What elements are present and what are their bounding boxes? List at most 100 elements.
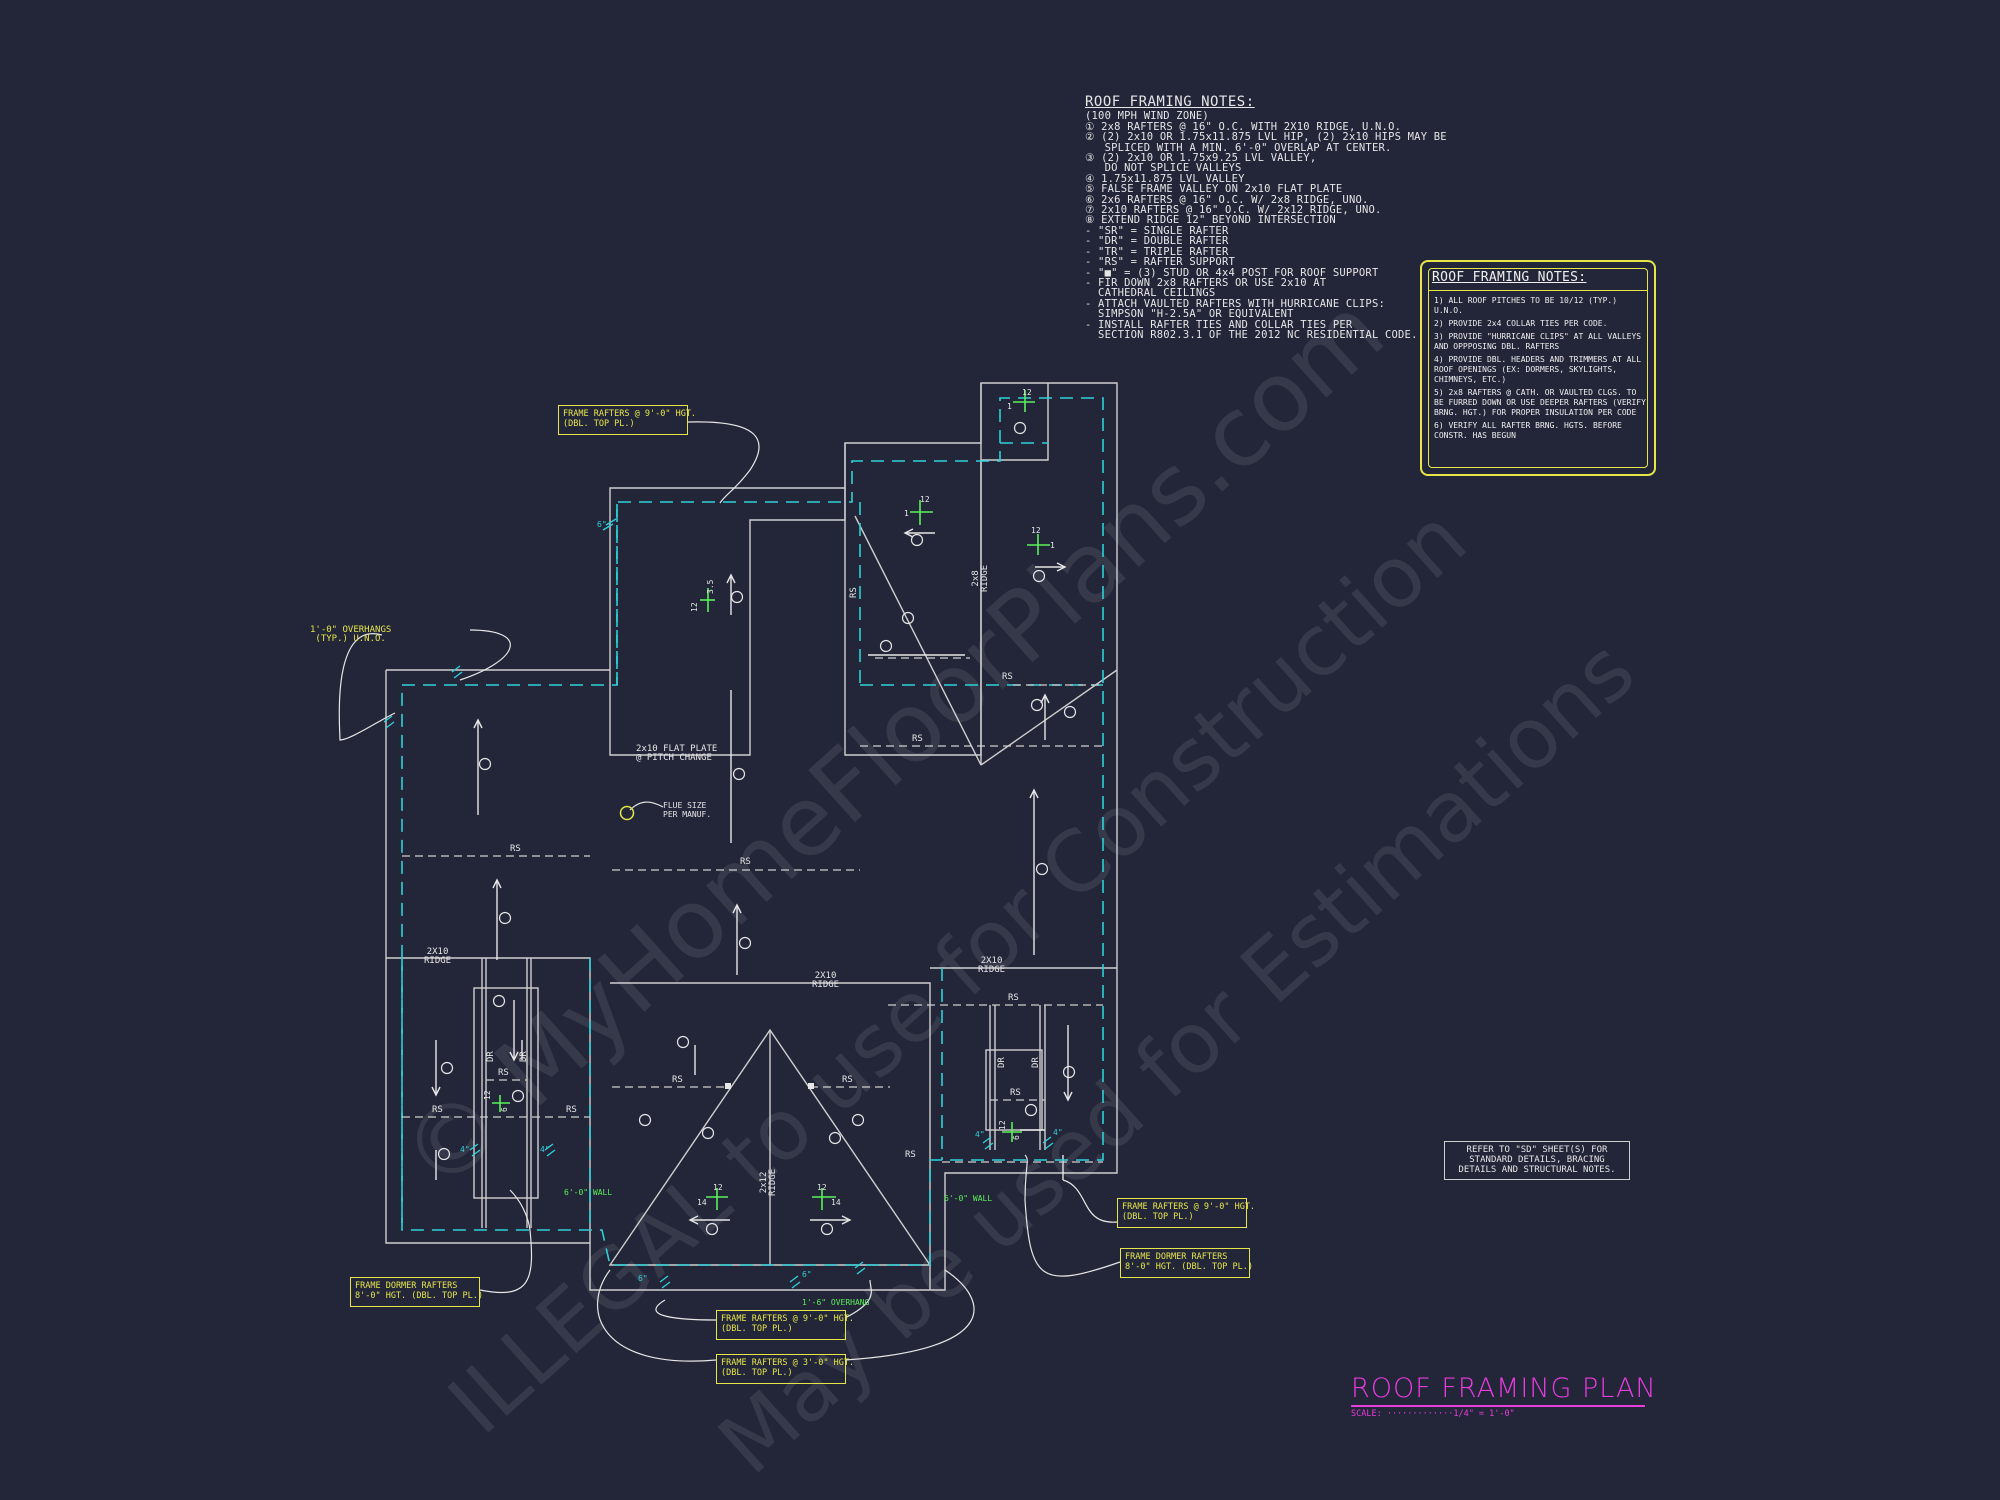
plan-title: ROOF FRAMING PLAN <box>1351 1373 1657 1404</box>
lower-center-wing <box>610 982 931 1290</box>
label-pitch: 1 <box>1007 402 1012 411</box>
reference-note-box: REFER TO "SD" SHEET(S) FOR STANDARD DETA… <box>1444 1141 1630 1180</box>
label-rs: RS <box>849 587 859 598</box>
note-line: SPLICED WITH A MIN. 6'-0" OVERLAP AT CEN… <box>1085 141 1392 154</box>
callout-frame-rafters-9ft-top: FRAME RAFTERS @ 9'-0" HGT. (DBL. TOP PL.… <box>558 405 696 435</box>
note-line: - "DR" = DOUBLE RAFTER <box>1085 235 1229 248</box>
label-dim: 6" <box>597 520 607 529</box>
label-ridge-2x12: 2x12 RIDGE <box>759 1168 778 1196</box>
label-rs: RS <box>1002 672 1013 682</box>
label-wall-left: 6'-0" WALL <box>564 1188 613 1197</box>
callout-frame-rafters-9ft-right: FRAME RAFTERS @ 9'-0" HGT. (DBL. TOP PL.… <box>1117 1198 1255 1228</box>
notes-box-item: 4) PROVIDE DBL. HEADERS AND TRIMMERS AT … <box>1434 355 1642 384</box>
label-dim: 4" <box>975 1130 985 1139</box>
hip-line-upper-right-2 <box>980 669 1118 766</box>
notes-box-item: 6) VERIFY ALL RAFTER BRNG. HGTS. BEFORE … <box>1434 421 1622 440</box>
leader-right-frame <box>1062 1179 1118 1223</box>
label-pitch: 14 <box>697 1198 707 1207</box>
leader-right-dormer <box>1024 1154 1121 1277</box>
label-dim: 6" <box>802 1270 812 1279</box>
right-dormer-box <box>985 1049 1043 1131</box>
leader-bottom-frame-1 <box>655 1299 717 1321</box>
label-pitch: 14 <box>831 1198 841 1207</box>
label-overhangs: 1'-0" OVERHANGS (TYP.) U.N.O. <box>310 625 392 644</box>
label-dr: DR <box>519 1051 529 1062</box>
notes-box-item: 3) PROVIDE "HURRICANE CLIPS" AT ALL VALL… <box>1434 332 1642 351</box>
label-pitch: 12 <box>690 602 699 612</box>
label-rs: RS <box>912 734 923 744</box>
roof-outline <box>385 382 1118 1291</box>
callout-dormer-rafters-left: FRAME DORMER RAFTERS 8'-0" HGT. (DBL. TO… <box>350 1277 483 1307</box>
label-pitch: 6 <box>500 1107 509 1112</box>
leader-overhangs <box>338 633 396 741</box>
note-line: ④ 1.75x11.875 LVL VALLEY <box>1085 172 1245 185</box>
label-rs: RS <box>842 1075 853 1085</box>
label-ridge-2x8: 2x8 RIDGE <box>971 564 990 592</box>
label-pitch: 6 <box>1012 1135 1021 1140</box>
upper-right-wing <box>844 383 1049 756</box>
label-ridge-left: 2X10 RIDGE <box>424 947 452 966</box>
roof-framing-notes-box: ROOF FRAMING NOTES: 1) ALL ROOF PITCHES … <box>1420 260 1656 476</box>
notes-box-item: 5) 2x8 RAFTERS @ CATH. OR VAULTED CLGS. … <box>1434 388 1646 417</box>
note-line: ⑦ 2x10 RAFTERS @ 16" O.C. W/ 2x12 RIDGE,… <box>1085 204 1382 217</box>
label-dr: DR <box>486 1051 496 1062</box>
note-line: - ATTACH VAULTED RAFTERS WITH HURRICANE … <box>1085 297 1385 310</box>
lower-left-wing <box>386 957 591 1243</box>
leader-bottom-frame-3 <box>844 1269 975 1361</box>
note-line: - "TR" = TRIPLE RAFTER <box>1085 245 1229 258</box>
callout-frame-rafters-9ft-bottom: FRAME RAFTERS @ 9'-0" HGT. (DBL. TOP PL.… <box>716 1310 854 1340</box>
note-line: - FIR DOWN 2x8 RAFTERS OR USE 2x10 AT <box>1085 276 1327 289</box>
note-line: ③ (2) 2x10 OR 1.75x9.25 LVL VALLEY, <box>1085 152 1317 165</box>
label-pitch: 1 <box>1050 541 1055 550</box>
leader-frame-top <box>687 421 760 504</box>
note-line: (100 MPH WIND ZONE) <box>1085 110 1209 123</box>
label-ridge-right: 2X10 RIDGE <box>978 956 1006 975</box>
label-pitch: 1 <box>904 509 909 518</box>
label-dim: 4" <box>1053 1128 1063 1137</box>
note-line: - INSTALL RAFTER TIES AND COLLAR TIES PE… <box>1085 318 1353 331</box>
upper-left-gable <box>609 488 846 756</box>
note-line: CATHEDRAL CEILINGS <box>1085 287 1216 300</box>
label-rs: RS <box>432 1105 443 1115</box>
left-dormer-box <box>473 987 539 1199</box>
label-pitch: 12 <box>998 1120 1007 1130</box>
label-pitch: 12 <box>817 1183 827 1192</box>
leader-overhangs-2 <box>459 629 511 681</box>
label-pitch: 12 <box>1031 526 1041 535</box>
label-dr: DR <box>997 1057 1007 1068</box>
notes-title: ROOF FRAMING NOTES: <box>1085 94 1255 110</box>
label-overhang-bottom: 1'-6" OVERHANG <box>802 1298 870 1307</box>
label-rs: RS <box>905 1150 916 1160</box>
note-line: ① 2x8 RAFTERS @ 16" O.C. WITH 2X10 RIDGE… <box>1085 120 1402 133</box>
label-rs: RS <box>498 1068 509 1078</box>
note-line: ⑤ FALSE FRAME VALLEY ON 2x10 FLAT PLATE <box>1085 183 1343 196</box>
leader-left-dormer <box>479 1189 533 1294</box>
label-wall-right: 6'-0" WALL <box>944 1194 993 1203</box>
notes-box-frame <box>1428 268 1648 468</box>
note-line: DO NOT SPLICE VALLEYS <box>1085 162 1242 175</box>
note-line: - "RS" = RAFTER SUPPORT <box>1085 256 1235 269</box>
callout-frame-rafters-3ft-bottom: FRAME RAFTERS @ 3'-0" HGT. (DBL. TOP PL.… <box>716 1354 854 1384</box>
label-pitch: 3.5 <box>706 579 715 594</box>
note-line: SIMPSON "H-2.5A" OR EQUIVALENT <box>1085 308 1294 321</box>
notes-box-item: 2) PROVIDE 2x4 COLLAR TIES PER CODE. <box>1434 319 1608 328</box>
flue-marker <box>619 805 635 821</box>
leader-bottom-frame-4 <box>844 1279 872 1319</box>
roof-framing-notes: ROOF FRAMING NOTES: (100 MPH WIND ZONE) … <box>1085 94 1447 341</box>
label-dim: 6" <box>638 1274 648 1283</box>
note-line: - "SR" = SINGLE RAFTER <box>1085 224 1229 237</box>
label-rs: RS <box>672 1075 683 1085</box>
note-line: ⑥ 2x6 RAFTERS @ 16" O.C. W/ 2x8 RIDGE, U… <box>1085 193 1369 206</box>
plan-scale: SCALE: ·············1/4" = 1'-0" <box>1351 1409 1515 1419</box>
note-line: - "■" = (3) STUD OR 4x4 POST FOR ROOF SU… <box>1085 266 1379 279</box>
label-pitch: 12 <box>920 495 930 504</box>
label-pitch: 12 <box>483 1090 492 1100</box>
notes-box-divider <box>1428 290 1648 291</box>
label-rs: RS <box>566 1105 577 1115</box>
label-pitch: 12 <box>713 1183 723 1192</box>
label-flue: FLUE SIZE PER MANUF. <box>663 801 712 819</box>
hip-line-upper-right <box>854 515 982 766</box>
label-rs: RS <box>1010 1088 1021 1098</box>
